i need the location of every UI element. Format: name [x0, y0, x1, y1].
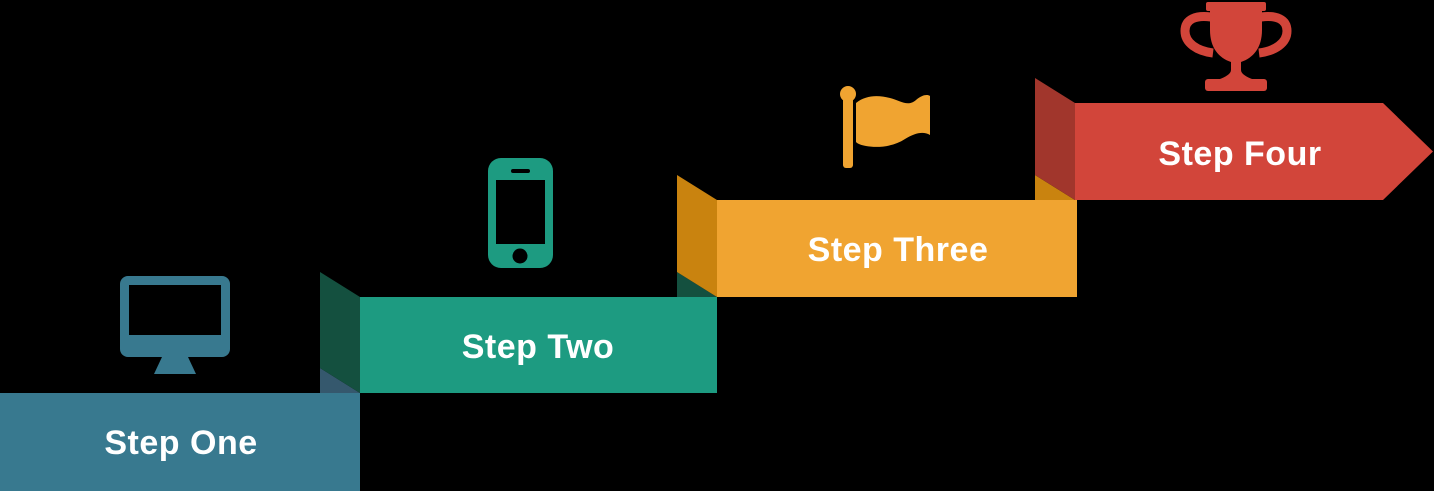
- smartphone-icon: [488, 158, 553, 268]
- step-three-left-fold: [677, 175, 717, 297]
- desktop-computer-icon: [120, 276, 230, 374]
- flag-icon: [840, 86, 930, 168]
- phone-speaker: [511, 169, 530, 173]
- step-two: Step Two: [320, 158, 717, 393]
- step-two-band: [360, 297, 717, 393]
- trophy-cup: [1210, 8, 1262, 79]
- trophy-base: [1205, 79, 1267, 91]
- step-three-band: [717, 200, 1077, 297]
- step-four-left-fold: [1035, 78, 1075, 200]
- step-one-band: [0, 393, 360, 491]
- monitor-stand: [154, 357, 196, 374]
- phone-screen: [496, 180, 545, 244]
- step-three: Step Three: [677, 86, 1077, 297]
- monitor-screen: [129, 285, 221, 335]
- phone-home-button: [512, 248, 528, 264]
- step-four-arrow-band: [1075, 103, 1433, 200]
- step-one-label: Step One: [104, 424, 257, 462]
- step-two-label: Step Two: [462, 328, 615, 366]
- flag-pole: [843, 94, 853, 168]
- step-four: Step Four: [1035, 2, 1433, 200]
- step-two-left-fold: [320, 272, 360, 393]
- trophy-handle-right: [1258, 12, 1292, 58]
- step-three-label: Step Three: [808, 231, 989, 269]
- trophy-handle-left: [1180, 12, 1214, 58]
- flag-banner: [856, 95, 930, 147]
- step-one: Step One: [0, 276, 360, 491]
- step-four-label: Step Four: [1158, 135, 1321, 173]
- trophy-icon: [1180, 2, 1292, 91]
